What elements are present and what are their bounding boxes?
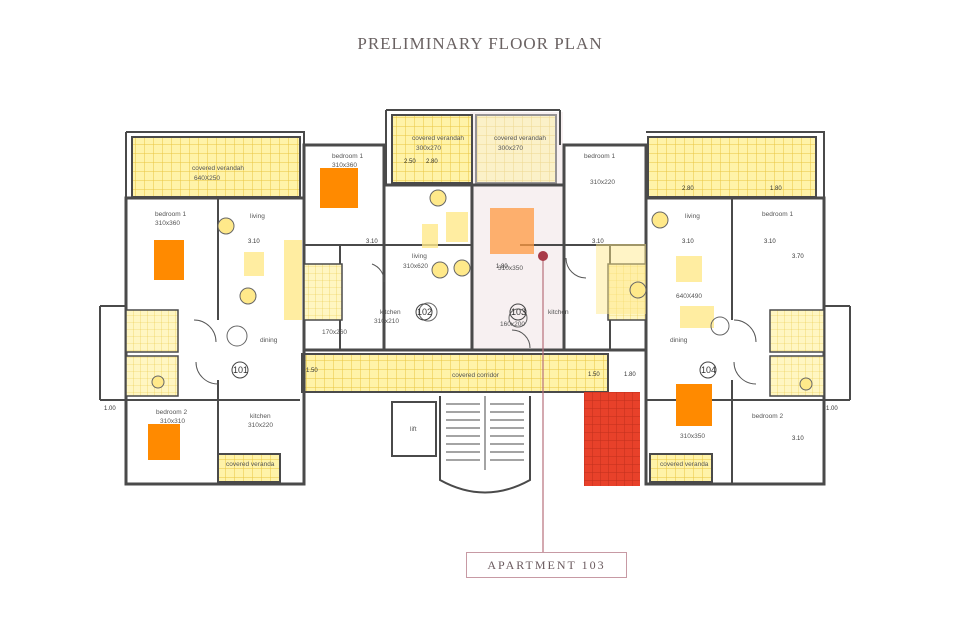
- label-bedroom1-101: bedroom 1: [155, 211, 186, 218]
- label-bedroom1-101-size: 310x360: [155, 220, 180, 227]
- label-living-101: living: [250, 213, 265, 220]
- plan-title: PRELIMINARY FLOOR PLAN: [357, 34, 603, 53]
- unit-101-number: 101: [233, 365, 248, 375]
- bathroom-102: [303, 263, 343, 321]
- unit-104-number: 104: [701, 365, 716, 375]
- red-stair-block: [584, 392, 640, 486]
- bed-104: [676, 384, 712, 426]
- veranda-left: [131, 136, 301, 198]
- door-swings: [193, 257, 757, 385]
- bathroom-104: [769, 309, 825, 353]
- apartment-103-marker: [538, 251, 548, 261]
- covered-corridor: [301, 353, 609, 393]
- dim-2: 3.10: [366, 239, 378, 245]
- unit-103-number: 103: [511, 307, 526, 317]
- label-kitchen-101: kitchen: [250, 413, 271, 420]
- label-veranda-left: covered verandah: [192, 165, 244, 172]
- dim-7: 2.80: [426, 159, 438, 165]
- bathroom-101: [125, 309, 179, 353]
- label-kitchen-103: kitchen: [548, 309, 569, 316]
- label-veranda-top2-size: 300x270: [498, 145, 523, 152]
- label-lift: lift: [410, 426, 417, 433]
- dim-5: 3.10: [764, 239, 776, 245]
- label-bedroom1-103-size: 310x220: [590, 179, 615, 186]
- label-size-1: 170x260: [322, 329, 347, 336]
- label-living-104: living: [685, 213, 700, 220]
- unit-103-tag: 103: [509, 303, 527, 321]
- stairs: [439, 396, 531, 494]
- apartment-103-callout[interactable]: APARTMENT 103: [466, 552, 627, 578]
- label-dining-104: dining: [670, 337, 688, 344]
- label-veranda-top2: covered verandah: [494, 135, 546, 142]
- dim-4: 3.10: [682, 239, 694, 245]
- label-bedroom2-101: bedroom 2: [156, 409, 187, 416]
- label-bedroom2-104: bedroom 2: [752, 413, 783, 420]
- label-kitchen-102: kitchen: [380, 309, 401, 316]
- dim-10: 1.00: [104, 406, 116, 412]
- dim-6: 2.50: [404, 159, 416, 165]
- bed-102: [320, 168, 358, 208]
- dim-14: 1.50: [306, 368, 318, 374]
- dim-13: 3.70: [792, 254, 804, 260]
- label-bedroom1-102-size: 310x360: [332, 162, 357, 169]
- dim-12: 3.10: [792, 436, 804, 442]
- dining-104-table: [680, 306, 714, 328]
- veranda-small-right: [649, 453, 713, 483]
- unit-101-tag: 101: [231, 361, 249, 379]
- living-104-sofa: [676, 256, 702, 282]
- veranda-top-1: [391, 114, 473, 184]
- label-bedroom1-104: bedroom 1: [762, 211, 793, 218]
- veranda-top-2: [475, 114, 557, 184]
- dim-11: 1.00: [826, 406, 838, 412]
- bed-101-2: [148, 424, 180, 460]
- unit-102-number: 102: [417, 307, 432, 317]
- label-covered-corridor: covered corridor: [452, 372, 500, 379]
- living-101-wall: [284, 240, 302, 320]
- label-size-2: 310x350: [498, 265, 523, 272]
- bed-101-1: [154, 240, 184, 280]
- label-bedroom1-103: bedroom 1: [584, 153, 615, 160]
- label-bedroom1-102: bedroom 1: [332, 153, 363, 160]
- unit-102-tag: 102: [415, 303, 433, 321]
- label-kitchen-102-size: 310x210: [374, 318, 399, 325]
- label-living-104-size: 640X490: [676, 293, 702, 300]
- dim-16: 1.50: [588, 372, 600, 378]
- dim-3: 3.10: [592, 239, 604, 245]
- wc-104: [769, 355, 825, 397]
- label-room-104-size: 310x350: [680, 433, 705, 440]
- label-veranda-small-left: covered veranda: [226, 461, 275, 468]
- dim-9: 1.80: [770, 186, 782, 192]
- label-kitchen-101-size: 310x220: [248, 422, 273, 429]
- label-veranda-left-size: 640X250: [194, 175, 220, 182]
- lift-shaft: [391, 401, 437, 457]
- veranda-right: [647, 136, 817, 198]
- label-veranda-top1-size: 300x270: [416, 145, 441, 152]
- label-bedroom2-101-size: 310x310: [160, 418, 185, 425]
- bed-103: [490, 208, 534, 254]
- furniture: [151, 189, 813, 391]
- label-living-102-size: 310x620: [403, 263, 428, 270]
- wc-101: [125, 355, 179, 397]
- unit-104-tag: 104: [699, 361, 717, 379]
- label-living-102: living: [412, 253, 427, 260]
- living-101-sofa: [244, 252, 264, 276]
- label-veranda-small-right: covered veranda: [660, 461, 709, 468]
- living-103-area: [596, 244, 646, 314]
- dim-17: 1.80: [624, 372, 636, 378]
- dim-8: 2.80: [682, 186, 694, 192]
- living-102-chair: [422, 224, 438, 248]
- veranda-small-left: [217, 453, 281, 483]
- label-veranda-top1: covered verandah: [412, 135, 464, 142]
- living-102-sofa: [446, 212, 468, 242]
- label-dining-101: dining: [260, 337, 278, 344]
- dim-15: 1.80: [496, 264, 508, 270]
- label-size-3: 160x200: [500, 321, 525, 328]
- dim-1: 3.10: [248, 239, 260, 245]
